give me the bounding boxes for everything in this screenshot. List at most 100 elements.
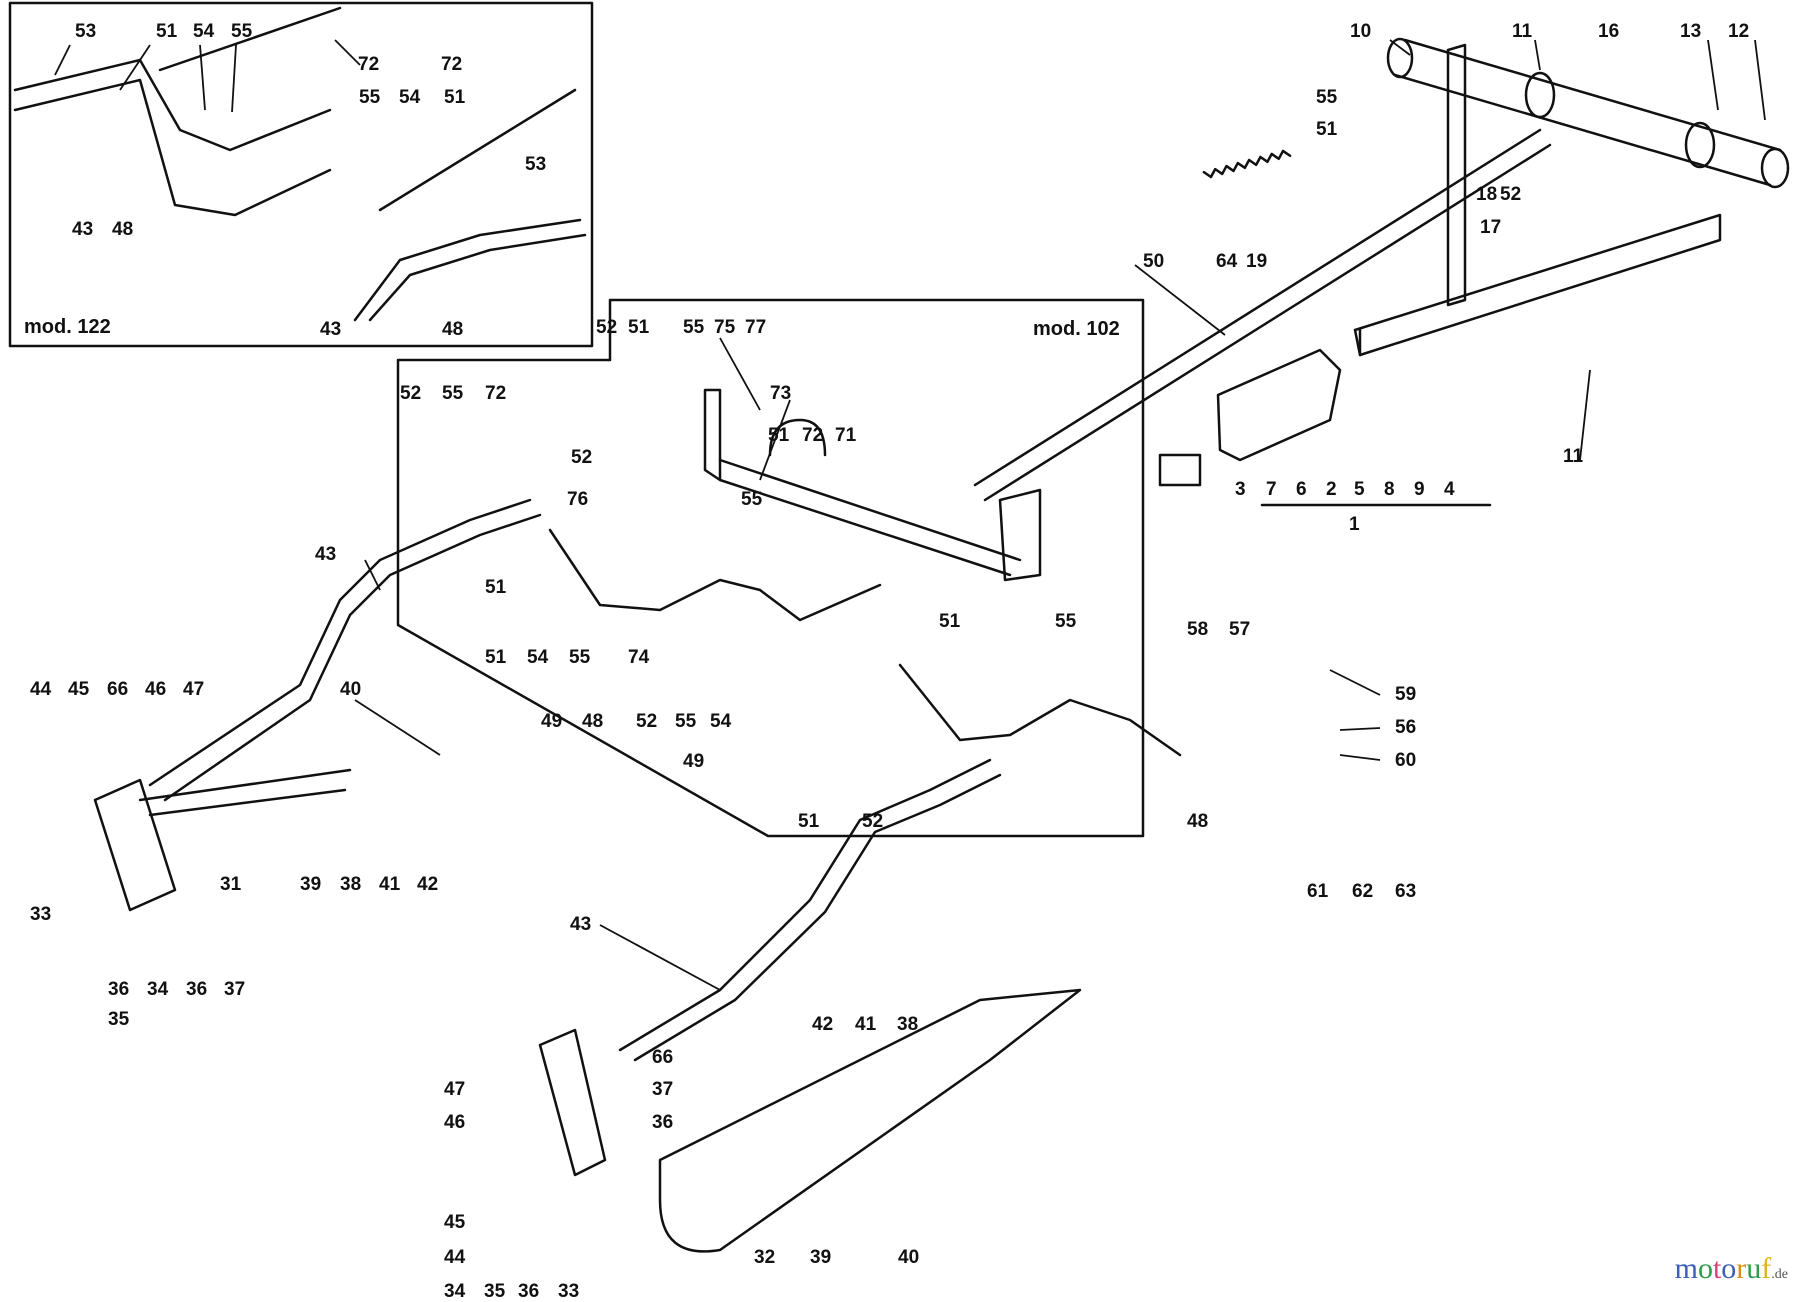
part-callout: 10	[1350, 21, 1372, 42]
part-callout: 52	[862, 811, 884, 832]
part-callout: 52	[571, 447, 593, 468]
part-callout: 55	[231, 21, 253, 42]
part-callout: 18	[1476, 184, 1498, 205]
part-callout: 47	[444, 1079, 466, 1100]
leader-line	[1389, 39, 1411, 56]
part-callout: 56	[1395, 717, 1417, 738]
leader-line	[1339, 754, 1381, 761]
leader-line	[759, 399, 791, 481]
part-callout: 41	[855, 1014, 877, 1035]
part-callout: 45	[68, 679, 90, 700]
part-callout: 55	[675, 711, 697, 732]
part-callout: 55	[1055, 611, 1077, 632]
part-callout: 40	[340, 679, 362, 700]
part-callout: 43	[72, 219, 94, 240]
part-callout: 43	[320, 319, 342, 340]
part-callout: 38	[340, 874, 362, 895]
part-callout: 61	[1307, 881, 1329, 902]
part-callout: 55	[442, 383, 464, 404]
plate-34-bottom	[538, 1028, 607, 1177]
leader-line	[231, 44, 237, 113]
part-callout: 54	[193, 21, 215, 42]
part-callout: 34	[147, 979, 169, 1000]
part-callout: 11	[1563, 446, 1584, 467]
part-callout: 49	[683, 751, 705, 772]
part-callout: 36	[186, 979, 208, 1000]
part-callout: 46	[145, 679, 167, 700]
part-callout: 2	[1326, 479, 1337, 500]
rod-50	[973, 128, 1552, 502]
part-callout: 76	[567, 489, 589, 510]
part-callout: 48	[582, 711, 604, 732]
part-callout: 72	[485, 383, 507, 404]
part-callout: 63	[1395, 881, 1417, 902]
part-callout: 45	[444, 1212, 466, 1233]
leader-line	[599, 924, 721, 991]
inset-box-mod-122	[8, 1, 594, 348]
part-callout: 54	[399, 87, 421, 108]
part-callout: 55	[359, 87, 381, 108]
clamp-75	[768, 418, 827, 457]
part-callout: 36	[652, 1112, 674, 1133]
part-callout: 16	[1598, 21, 1620, 42]
part-callout: 52	[400, 383, 422, 404]
leader-line	[199, 44, 206, 111]
leader-line	[119, 44, 151, 91]
leader-line	[1707, 39, 1719, 111]
part-callout: 53	[525, 154, 547, 175]
part-callout: 50	[1143, 251, 1165, 272]
part-callout: 1	[1349, 514, 1360, 535]
leader-line	[1134, 264, 1226, 336]
pedal-7	[1158, 348, 1342, 487]
part-callout: 51	[628, 317, 650, 338]
spring-64	[1202, 149, 1292, 179]
part-callout: 35	[108, 1009, 130, 1030]
part-callout: 35	[484, 1281, 506, 1302]
part-callout: 60	[1395, 750, 1417, 771]
part-callout: 55	[683, 317, 705, 338]
part-callout: 59	[1395, 684, 1417, 705]
crossbar-73	[703, 388, 1042, 582]
part-callout: 34	[444, 1281, 466, 1302]
part-callout: 13	[1680, 21, 1702, 42]
part-callout: 40	[898, 1247, 920, 1268]
part-callout: 66	[107, 679, 129, 700]
part-callout: 38	[897, 1014, 919, 1035]
watermark-logo: motoruf.de	[1675, 1252, 1788, 1286]
part-callout: 41	[379, 874, 401, 895]
part-callout: 9	[1414, 479, 1425, 500]
watermark-letter: o	[1721, 1252, 1737, 1285]
part-callout: 42	[812, 1014, 834, 1035]
part-callout: 51	[939, 611, 961, 632]
part-callout: 31	[220, 874, 242, 895]
leader-line	[1329, 669, 1381, 696]
part-callout: 57	[1229, 619, 1251, 640]
watermark-letter: t	[1712, 1252, 1722, 1285]
part-callout: 5	[1354, 479, 1365, 500]
watermark-tld: .de	[1771, 1267, 1788, 1282]
part-callout: 3	[1235, 479, 1246, 500]
part-callout: 42	[417, 874, 439, 895]
part-callout: 7	[1266, 479, 1277, 500]
leader-line	[1579, 369, 1591, 461]
part-callout: 17	[1480, 217, 1502, 238]
leader-line	[54, 44, 71, 76]
part-callout: 52	[1500, 184, 1522, 205]
part-callout: 4	[1444, 479, 1455, 500]
part-callout: 55	[1316, 87, 1338, 108]
part-callout: 73	[770, 383, 792, 404]
part-callout: 54	[527, 647, 549, 668]
bracket-48	[548, 528, 1182, 757]
part-callout: 44	[30, 679, 52, 700]
part-callout: 72	[802, 425, 824, 446]
part-callout: 53	[75, 21, 97, 42]
part-callout: 74	[628, 647, 650, 668]
part-callout: 48	[442, 319, 464, 340]
part-callout: 36	[518, 1281, 540, 1302]
part-callout: 32	[754, 1247, 776, 1268]
part-callout: 48	[1187, 811, 1209, 832]
part-callout: 51	[1316, 119, 1338, 140]
part-callout: 71	[835, 425, 857, 446]
rod-43-lower	[618, 758, 1002, 1062]
part-callout: 58	[1187, 619, 1209, 640]
